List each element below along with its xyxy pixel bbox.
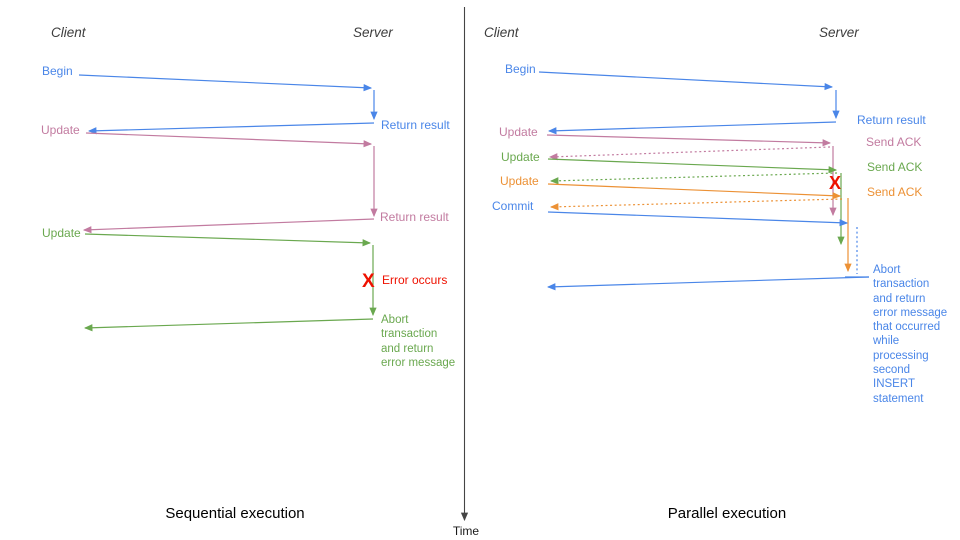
parallel-execution-update-label-1: Update xyxy=(499,125,538,139)
parallel-execution-return-result-line xyxy=(547,121,837,135)
parallel-execution-abort-return-line xyxy=(546,276,870,291)
parallel-execution-send-ack-label-2: Send ACK xyxy=(867,160,923,174)
sequential-execution-client-header: Client xyxy=(51,25,86,40)
parallel-execution-send-ack-label-3: Send ACK xyxy=(867,185,923,199)
sequential-execution-return-result-label-2: Return result xyxy=(380,210,449,224)
parallel-execution-server-header: Server xyxy=(819,25,859,40)
parallel-execution-send-ack-label-1: Send ACK xyxy=(866,135,922,149)
parallel-execution-commit-label: Commit xyxy=(492,199,534,213)
sequential-execution-abort-return-line xyxy=(83,318,374,332)
parallel-execution-update-request-1-line xyxy=(546,134,832,147)
parallel-execution-update-label-2: Update xyxy=(501,150,540,164)
sequential-execution-abort-message-line: transaction xyxy=(381,328,438,341)
sequential-execution-abort-message-line: error message xyxy=(381,356,456,369)
sequential-execution-error-occurs-label: Error occurs xyxy=(382,273,448,287)
parallel-execution-send-ack-3-line xyxy=(549,198,843,211)
sequential-execution-abort-message-line: and return xyxy=(381,342,434,355)
sequential-execution-return-result-1-line xyxy=(87,122,375,135)
time-axis-label: Time xyxy=(452,524,480,538)
sequential-execution-update-label-1: Update xyxy=(41,123,80,137)
parallel-execution-update-request-2-line xyxy=(547,158,838,174)
parallel-execution-return-result-label: Return result xyxy=(857,113,926,127)
parallel-execution-error-x: X xyxy=(829,173,842,193)
parallel-execution-abort-message-line: Abort xyxy=(873,264,901,276)
parallel-execution-abort-message-line: transaction xyxy=(873,278,930,291)
sequential-execution-update-request-2-line xyxy=(84,233,372,247)
parallel-execution-commit-request-line xyxy=(547,211,849,227)
parallel-execution-begin-request-line xyxy=(538,71,834,91)
sequential-execution-server-header: Server xyxy=(353,25,393,40)
parallel-execution-abort-message-line: while xyxy=(873,335,900,348)
sequential-execution-return-result-label-1: Return result xyxy=(381,118,450,132)
parallel-execution-title: Parallel execution xyxy=(667,505,787,522)
parallel-execution-abort-message-line: processing xyxy=(873,349,929,362)
parallel-execution-update-label-3: Update xyxy=(500,174,539,188)
sequential-execution-abort-message-line: Abort xyxy=(381,314,409,326)
parallel-execution-abort-message-line: and return xyxy=(873,292,926,305)
parallel-execution-abort-message-line: that occurred xyxy=(873,321,941,334)
sequential-execution-update-label-2: Update xyxy=(42,226,81,240)
parallel-execution-begin-label: Begin xyxy=(505,62,536,76)
parallel-execution-send-ack-2-line xyxy=(549,172,838,185)
parallel-execution-abort-message-line: error message xyxy=(873,306,948,319)
parallel-execution-abort-message-line: INSERT xyxy=(873,378,915,391)
parallel-execution-update-request-3-line xyxy=(547,183,842,200)
parallel-execution-client-header: Client xyxy=(484,25,519,40)
sequential-execution-begin-label: Begin xyxy=(42,64,73,78)
sequential-execution-title: Sequential execution xyxy=(165,505,305,522)
sequential-execution-update-request-1-line xyxy=(85,132,373,148)
sequential-execution-begin-request-line xyxy=(78,74,373,92)
sequential-execution-return-result-2-line xyxy=(82,218,375,234)
sequential-execution-error-x: X xyxy=(362,271,375,292)
parallel-execution-abort-message-line: statement xyxy=(873,392,924,405)
parallel-execution-send-ack-1-line xyxy=(548,146,831,161)
parallel-execution-abort-message-line: second xyxy=(873,364,911,377)
